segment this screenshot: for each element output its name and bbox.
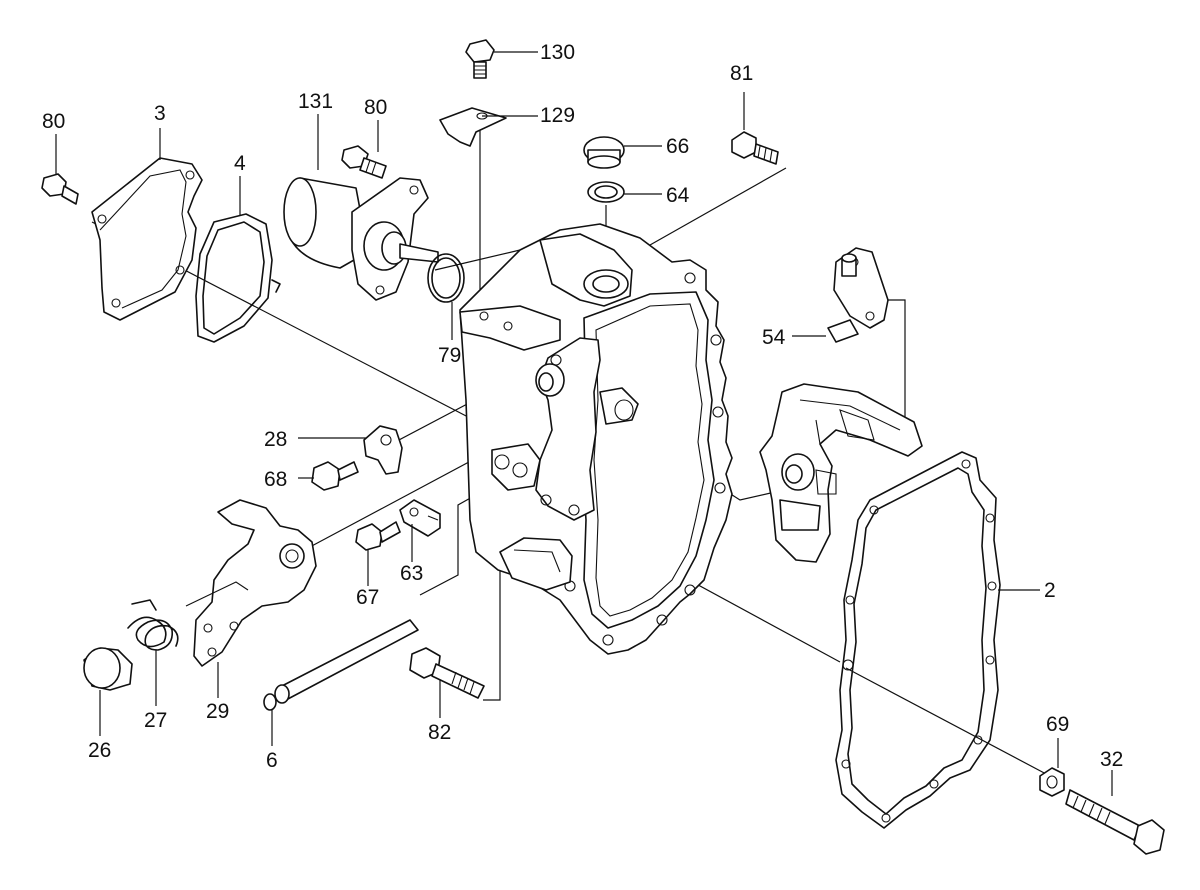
part-54-bracket	[827, 247, 889, 343]
part-82-bolt	[409, 647, 485, 699]
part-68-bolt	[311, 461, 359, 491]
callout-64: 64	[666, 184, 690, 207]
callout-63: 63	[400, 562, 423, 585]
part-3-cover-plate	[91, 157, 203, 321]
part-29-lever	[185, 499, 317, 667]
part-6-pin	[263, 619, 419, 711]
callout-81: 81	[730, 62, 753, 85]
part-26-plug	[83, 647, 133, 691]
callout-2: 2	[1044, 579, 1056, 602]
callout-numbers: 130 129 66 64 81 80 3 4 131 80 79 54 28 …	[42, 41, 1123, 772]
part-64-washer	[587, 181, 625, 203]
part-66-plug	[583, 136, 625, 169]
callout-67: 67	[356, 586, 379, 609]
callout-6: 6	[266, 749, 278, 772]
part-79-o-ring	[427, 253, 465, 303]
part-2-gasket	[835, 451, 1001, 829]
part-28-plate	[363, 425, 403, 475]
callout-131: 131	[298, 90, 333, 113]
part-130-bolt	[465, 39, 495, 79]
part-131-actuator	[283, 177, 439, 301]
callout-68: 68	[264, 468, 287, 491]
part-129-clip	[439, 107, 507, 147]
shift-arm-assembly	[759, 383, 923, 563]
callout-66: 66	[666, 135, 689, 158]
callout-4: 4	[234, 152, 246, 175]
part-32-bolt	[1065, 789, 1165, 855]
callout-79: 79	[438, 344, 461, 367]
part-4-gasket	[195, 213, 281, 343]
callout-27: 27	[144, 709, 167, 732]
callout-32: 32	[1100, 748, 1123, 771]
callout-54: 54	[762, 326, 786, 349]
callout-129: 129	[540, 104, 575, 127]
part-27-spring	[127, 599, 179, 651]
callout-26: 26	[88, 739, 111, 762]
callout-69: 69	[1046, 713, 1069, 736]
part-81-bolt	[731, 131, 779, 165]
part-80-bolt-left	[41, 173, 79, 205]
callout-leaders	[55, 51, 1113, 796]
callout-80-center: 80	[364, 96, 387, 119]
callout-80-left: 80	[42, 110, 65, 133]
callout-82: 82	[428, 721, 451, 744]
callout-3: 3	[154, 102, 166, 125]
part-69-nut	[1039, 767, 1065, 797]
callout-28: 28	[264, 428, 287, 451]
main-housing	[459, 223, 733, 655]
callout-130: 130	[540, 41, 575, 64]
part-67-bolt	[355, 521, 401, 551]
callout-29: 29	[206, 700, 229, 723]
part-63-clip	[399, 499, 441, 537]
part-80-bolt-center	[341, 145, 387, 179]
